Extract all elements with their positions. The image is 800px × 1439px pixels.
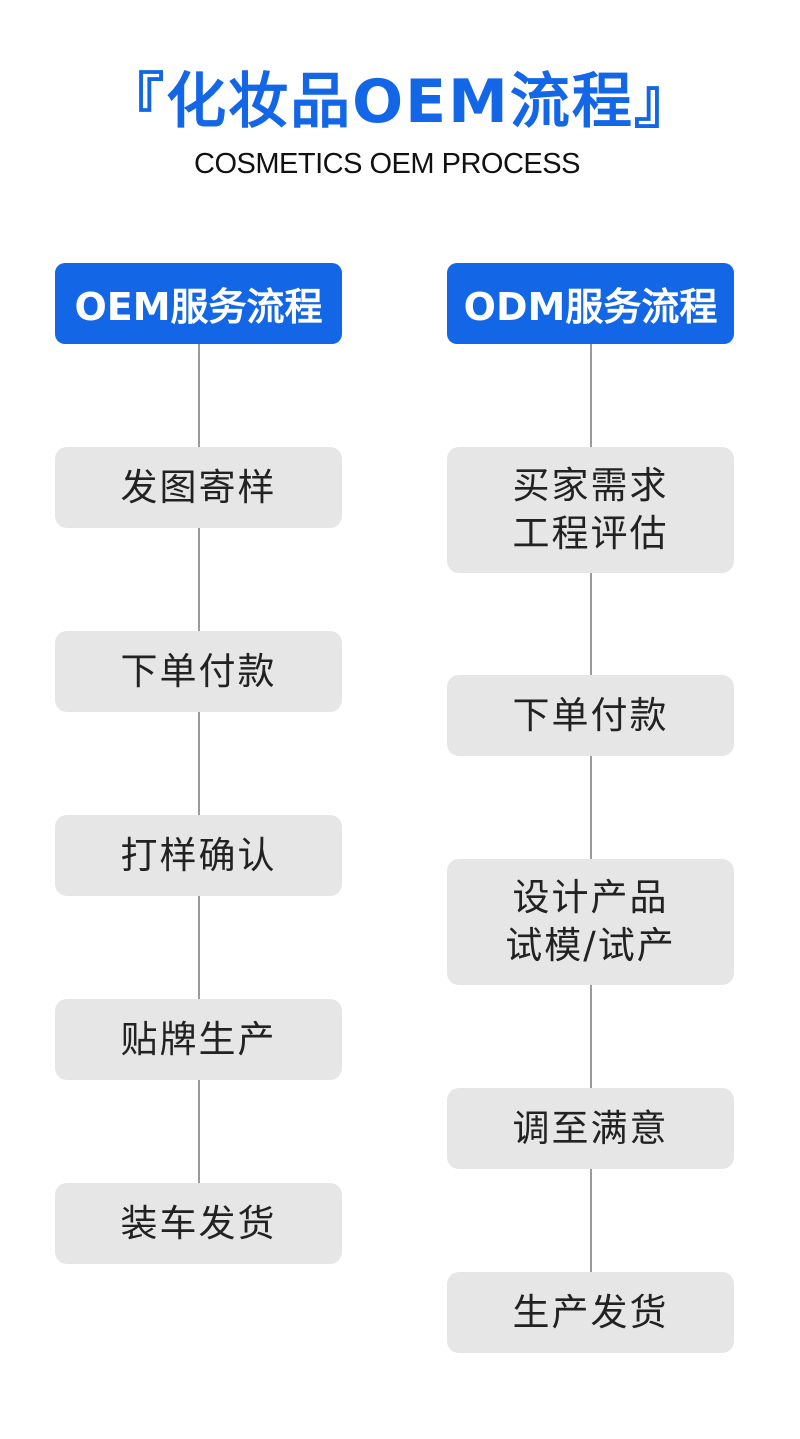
page-subtitle: COSMETICS OEM PROCESS [194,148,580,180]
odm-step-3: 设计产品 试模/试产 [447,859,734,985]
odm-step-4-label: 调至满意 [512,1106,669,1150]
odm-step-1-line-2: 工程评估 [512,512,669,555]
odm-step-5: 生产发货 [447,1272,734,1353]
odm-step-2: 下单付款 [447,675,734,756]
odm-step-1-line-1: 买家需求 [512,464,669,507]
oem-step-1: 发图寄样 [55,447,342,528]
oem-connector-line [198,343,200,1183]
odm-step-1: 买家需求 工程评估 [447,447,734,573]
oem-step-2: 下单付款 [55,631,342,712]
oem-step-5: 装车发货 [55,1183,342,1264]
odm-header: ODM服务流程 [447,263,734,344]
odm-step-2-label: 下单付款 [512,693,669,737]
oem-step-5-label: 装车发货 [120,1201,277,1245]
oem-step-4: 贴牌生产 [55,999,342,1080]
oem-step-3-label: 打样确认 [120,833,277,877]
odm-step-4: 调至满意 [447,1088,734,1169]
page-title: 『化妆品OEM流程』 [104,67,696,137]
oem-step-4-label: 贴牌生产 [120,1017,277,1061]
odm-step-3-line-2: 试模/试产 [505,924,676,967]
oem-step-2-label: 下单付款 [120,649,277,693]
odm-connector-line [590,343,592,1273]
oem-step-1-label: 发图寄样 [120,465,277,509]
odm-step-3-line-1: 设计产品 [512,876,669,919]
odm-step-5-label: 生产发货 [512,1290,669,1334]
oem-step-3: 打样确认 [55,815,342,896]
oem-header: OEM服务流程 [55,263,342,344]
